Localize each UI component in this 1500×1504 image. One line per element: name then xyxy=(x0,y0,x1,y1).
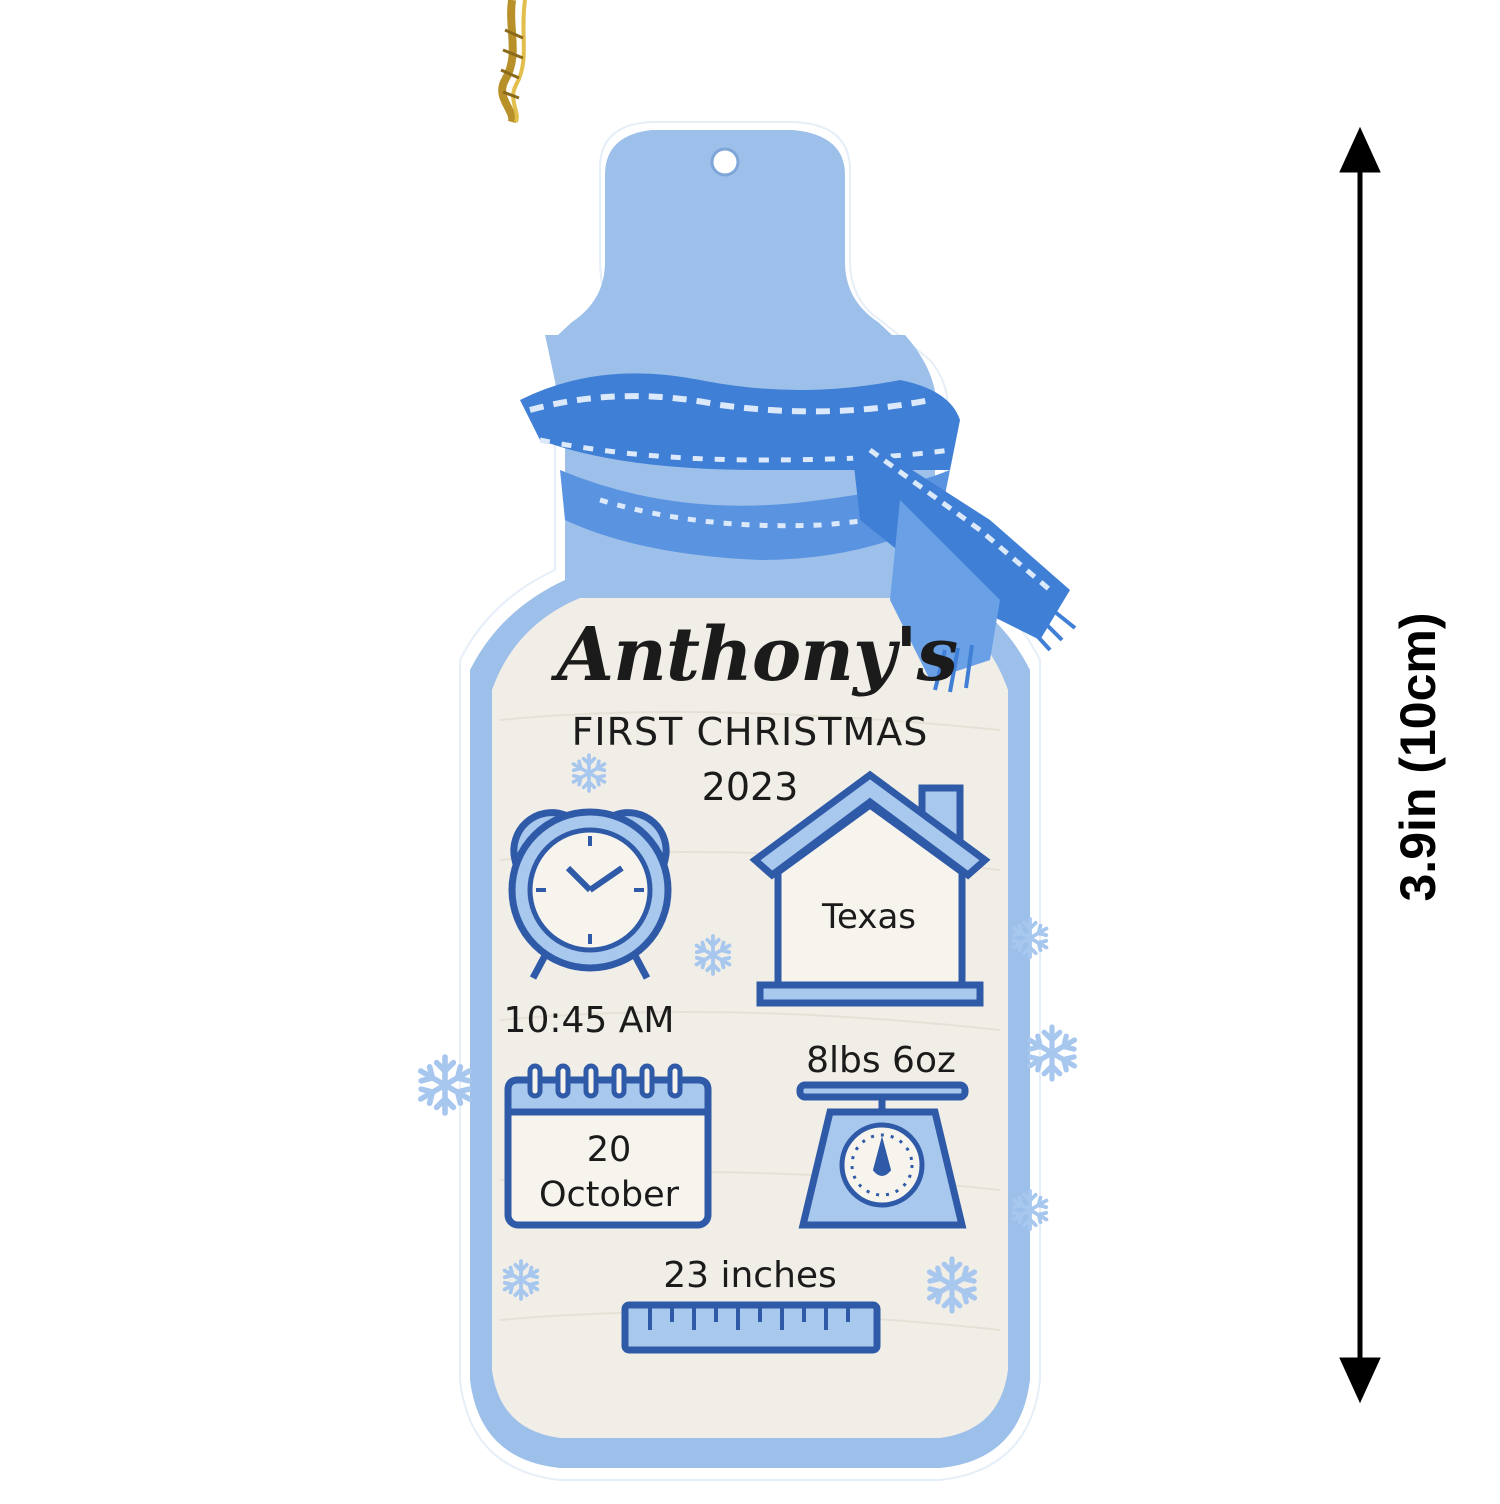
calendar-icon xyxy=(504,1063,712,1229)
occasion-year: 2023 xyxy=(701,765,799,809)
house-icon xyxy=(749,770,991,1007)
birth-weight: 8lbs 6oz xyxy=(806,1040,956,1081)
ruler-icon xyxy=(621,1301,881,1354)
baby-name: Anthony's xyxy=(556,612,959,698)
alarm-clock-icon xyxy=(508,808,672,980)
birth-time: 10:45 AM xyxy=(503,1000,675,1041)
birth-place: Texas xyxy=(822,897,916,937)
double-arrow-icon xyxy=(1339,126,1381,1404)
scale-icon xyxy=(796,1081,969,1229)
birth-month: October xyxy=(538,1175,680,1215)
birth-length: 23 inches xyxy=(663,1255,837,1296)
occasion-title: FIRST CHRISTMAS xyxy=(571,710,929,754)
scarf-icon xyxy=(520,373,1077,693)
dimension-label: 3.9in (10cm) xyxy=(1390,612,1446,902)
birth-day: 20 xyxy=(586,1130,632,1170)
hang-hole xyxy=(710,147,740,177)
gold-string-icon xyxy=(498,0,527,123)
